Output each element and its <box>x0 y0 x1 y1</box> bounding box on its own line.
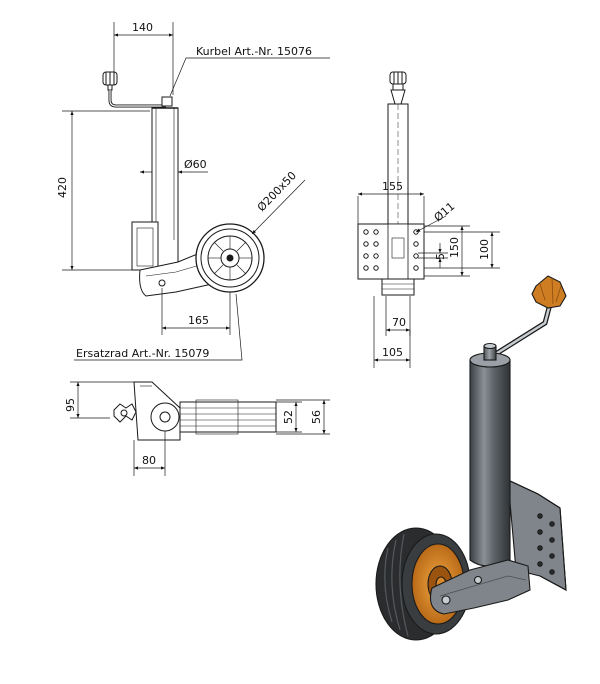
dim-165: 165 <box>188 314 209 327</box>
dim-105: 105 <box>382 346 403 359</box>
dim-56: 56 <box>310 410 323 424</box>
dim-5: 5 <box>434 253 447 260</box>
dim-80: 80 <box>142 454 156 467</box>
spare-wheel-label: Ersatzrad Art.-Nr. 15079 <box>76 347 209 360</box>
dim-100: 100 <box>478 239 491 260</box>
annotations: Kurbel Art.-Nr. 15076 Ersatzrad Art.-Nr.… <box>56 21 491 467</box>
dim-95: 95 <box>64 398 77 412</box>
top-view <box>70 381 330 476</box>
crank-label: Kurbel Art.-Nr. 15076 <box>196 45 312 58</box>
dim-420: 420 <box>56 177 69 198</box>
dim-52: 52 <box>282 410 295 424</box>
isometric-render <box>375 275 567 641</box>
side-view <box>62 22 330 361</box>
front-view <box>357 71 500 368</box>
dim-150: 150 <box>448 237 461 258</box>
dim-155: 155 <box>382 180 403 193</box>
dim-70: 70 <box>392 316 406 329</box>
dim-diameter-60: Ø60 <box>184 158 207 171</box>
dim-140: 140 <box>132 21 153 34</box>
dim-diameter-200x50: Ø200x50 <box>255 169 299 214</box>
dim-diameter-11: Ø11 <box>432 200 458 225</box>
